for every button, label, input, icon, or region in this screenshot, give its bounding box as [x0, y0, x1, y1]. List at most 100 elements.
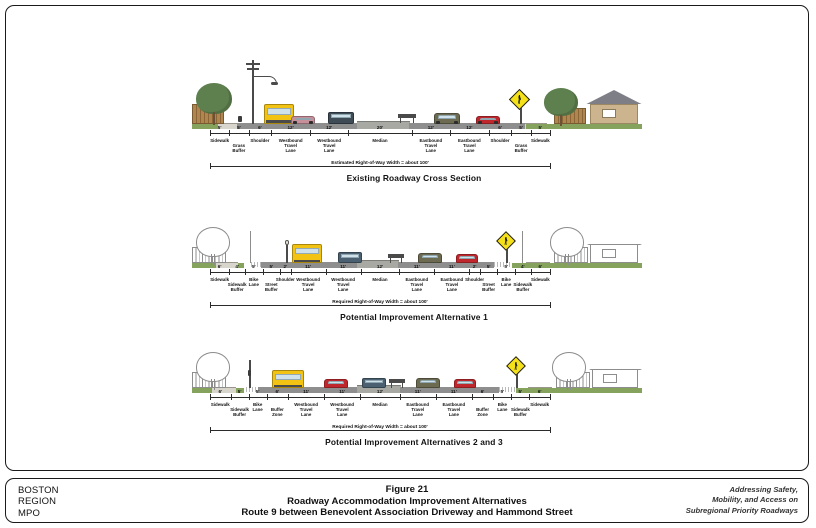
alt1-sign-pedestrian-glyph	[504, 236, 508, 246]
dimension-arrow	[266, 396, 289, 398]
caption-alternatives-2-3: Potential Improvement Alternatives 2 and…	[325, 437, 503, 447]
figure-caption-block: Figure 21 Roadway Accommodation Improvem…	[6, 484, 808, 519]
dimension-value: 12'	[376, 389, 384, 394]
alt1-pickup-truck	[338, 252, 362, 263]
dimension-label: Shoulder	[490, 138, 510, 143]
dimension-arrow	[511, 396, 530, 398]
bench-leg-left	[400, 118, 401, 123]
alt23-roadway-eastbound	[400, 387, 499, 393]
dimension-label: Sidewalk	[210, 138, 230, 143]
median-island	[357, 121, 410, 129]
right-of-way-cap	[210, 302, 211, 308]
dimension-value: 2'	[283, 264, 288, 269]
dimension-value: 2'	[472, 264, 477, 269]
dimension-arrow	[434, 271, 470, 273]
dimension-value: 6'	[258, 125, 262, 130]
right-of-way-cap	[210, 163, 211, 169]
dimension-value: 6'	[275, 389, 280, 394]
alt23-red-car	[454, 379, 476, 388]
dimension-value: 5'	[504, 264, 508, 269]
alt23-truck-glass	[365, 380, 383, 384]
alt1-bench-leg-left	[390, 258, 391, 263]
sedan-glass	[294, 117, 312, 121]
right-of-way-cap	[210, 427, 211, 433]
dimension-label: Shoulder	[250, 138, 270, 143]
alt1-red-car-glass	[459, 255, 475, 259]
logo-line-1: BOSTON	[18, 485, 59, 496]
dimension-value: 6'	[498, 125, 502, 130]
scene-existing	[6, 28, 816, 130]
dimension-arrow	[497, 271, 515, 273]
dimension-value: 11'	[303, 389, 310, 394]
right-of-way-bar	[210, 430, 550, 431]
alt1-suv-glass	[421, 254, 439, 259]
red-car-wheels	[477, 121, 499, 124]
dimension-arrow	[348, 132, 412, 134]
right-of-way-bar	[210, 305, 550, 306]
alt1-house-window	[601, 248, 617, 258]
dimension-value: 4'	[235, 264, 239, 269]
alt1-pedestrian-crossing-sign	[496, 231, 516, 251]
dimension-arrow	[248, 396, 267, 398]
shade-tree-left	[196, 83, 232, 125]
report-title: Addressing Safety, Mobility, and Access …	[686, 485, 798, 516]
truck-wheels	[331, 121, 353, 124]
dimension-label: Sidewalk	[530, 402, 550, 407]
dimension-value: 12'	[427, 125, 434, 130]
red-car-glass	[479, 117, 497, 121]
caption-alternative-1: Potential Improvement Alternative 1	[340, 312, 488, 322]
dimension-value: 6'	[538, 264, 543, 269]
dimension-label: Median	[372, 277, 388, 282]
dimension-arrow	[290, 271, 326, 273]
scene-alternative-1	[6, 201, 816, 269]
alt1-median-island	[357, 260, 399, 268]
dimension-value: 6'	[480, 389, 485, 394]
row-strip-alternative-1: Required Right-of-Way Width = about 100'	[6, 299, 816, 312]
report-title-line-3: Subregional Priority Roadways	[685, 505, 798, 515]
dimension-value: 11'	[413, 264, 420, 269]
alt23-tree-left	[196, 352, 230, 390]
dimension-value: 5'	[217, 125, 222, 130]
bench-leg-right	[413, 118, 414, 123]
dimension-value: 5'	[518, 389, 523, 394]
dimension-value: 6'	[217, 264, 222, 269]
alt23-bike-lane-left	[246, 387, 266, 392]
right-of-way-label: Required Right-of-Way Width = about 100'	[329, 300, 431, 305]
ground-right	[526, 124, 642, 129]
dimension-label: Shoulder	[275, 277, 295, 282]
dimension-value: 12'	[466, 125, 473, 130]
alt23-bus-windshield	[275, 373, 301, 380]
alt1-truck-glass	[341, 254, 359, 258]
logo-line-2: REGION	[18, 496, 57, 508]
alt23-signal-head	[247, 370, 251, 376]
alt23-red-sedan	[324, 379, 348, 388]
alt1-bike-lane-right	[494, 262, 512, 267]
bus-bumper	[265, 120, 293, 123]
dimension-label: Shoulder	[465, 277, 485, 282]
alt1-utility-pole-right	[522, 231, 524, 263]
dimension-value: 5'	[269, 264, 274, 269]
dimension-arrow	[360, 396, 400, 398]
dimension-arrow	[399, 271, 435, 273]
right-of-way-cap	[550, 163, 551, 169]
dimension-tick	[550, 130, 551, 136]
crossarm-upper	[246, 63, 260, 65]
alt1-pedestal-light-post	[286, 245, 288, 263]
alt23-bench-leg-left	[391, 383, 392, 388]
